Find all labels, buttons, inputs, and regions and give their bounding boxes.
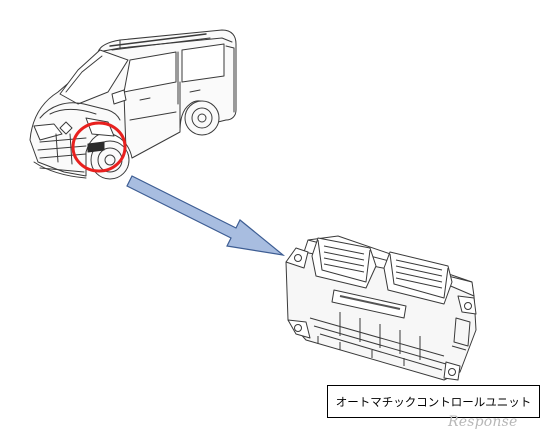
watermark-text: Response [448, 414, 518, 430]
arrow-icon [126, 175, 286, 256]
highlight-circle-icon [71, 121, 127, 173]
van-illustration-icon [29, 29, 237, 180]
component-caption: オートマチックコントロールユニット [327, 385, 540, 418]
control-unit-illustration-icon [285, 235, 477, 381]
